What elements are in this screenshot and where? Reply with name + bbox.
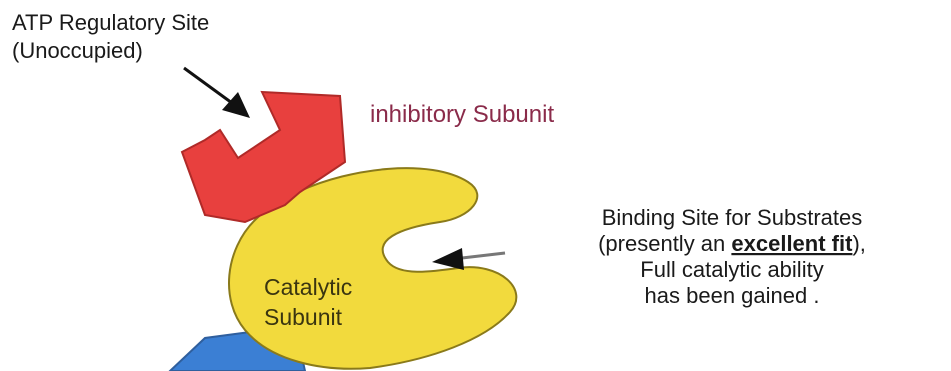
binding-site-label-line2: (presently an excellent fit), — [598, 231, 866, 256]
binding-site-label-line1: Binding Site for Substrates — [602, 205, 862, 230]
binding-site-label-line4: has been gained . — [645, 283, 820, 308]
binding-site-label-line3: Full catalytic ability — [640, 257, 823, 282]
binding-site-label-line2-post: ), — [852, 231, 865, 256]
excellent-fit-emphasis: excellent fit — [731, 231, 853, 256]
binding-site-label-line2-pre: (presently an — [598, 231, 731, 256]
catalytic-subunit-label-line2: Subunit — [264, 304, 343, 330]
inhibitory-subunit-label: inhibitory Subunit — [370, 101, 554, 128]
atp-site-label-line1: ATP Regulatory Site — [12, 10, 209, 35]
catalytic-subunit-label-line1: Catalytic — [264, 274, 352, 300]
atp-site-label-line2: (Unoccupied) — [12, 38, 143, 63]
atp-site-arrow — [184, 68, 250, 118]
